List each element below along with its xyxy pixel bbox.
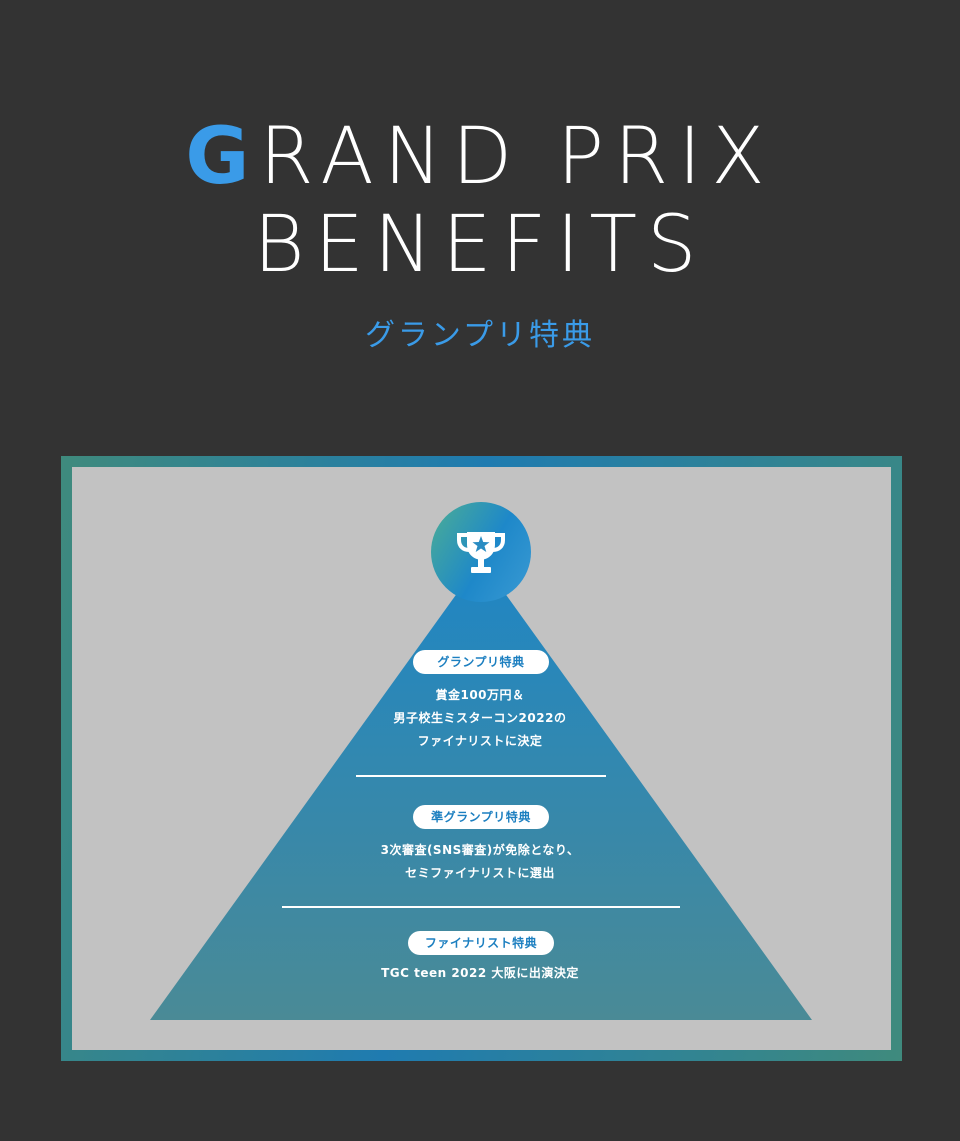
tier-2-description: 3次審査(SNS審査)が免除となり、 セミファイナリストに選出 bbox=[0, 839, 960, 885]
pyramid-shape bbox=[150, 560, 812, 1020]
trophy-star-icon bbox=[457, 532, 505, 573]
tier-3-badge: ファイナリスト特典 bbox=[408, 931, 554, 955]
title-accent-letter: G bbox=[185, 112, 260, 202]
tier-1-badge: グランプリ特典 bbox=[413, 650, 549, 674]
divider-1 bbox=[356, 775, 606, 777]
tier-3-description: TGC teen 2022 大阪に出演決定 bbox=[0, 962, 960, 985]
trophy-badge bbox=[431, 502, 531, 602]
tier-1-line-3: ファイナリストに決定 bbox=[417, 734, 543, 748]
title-line-1-rest: RAND PRIX bbox=[259, 112, 775, 202]
page-title-line-1: GRAND PRIX bbox=[0, 118, 960, 196]
tier-2-badge: 準グランプリ特典 bbox=[413, 805, 549, 829]
tier-1-description: 賞金100万円＆ 男子校生ミスターコン2022の ファイナリストに決定 bbox=[0, 684, 960, 753]
tier-3-line-1: TGC teen 2022 大阪に出演決定 bbox=[381, 966, 579, 980]
page-title-line-2: BENEFITS bbox=[253, 200, 707, 290]
tier-2-line-1: 3次審査(SNS審査)が免除となり、 bbox=[380, 843, 580, 857]
page-subtitle: グランプリ特典 bbox=[364, 318, 596, 353]
tier-1-line-2: 男子校生ミスターコン2022の bbox=[393, 711, 567, 725]
divider-2 bbox=[282, 906, 680, 908]
tier-1-line-1: 賞金100万円＆ bbox=[435, 688, 525, 702]
tier-2-line-2: セミファイナリストに選出 bbox=[405, 866, 555, 880]
